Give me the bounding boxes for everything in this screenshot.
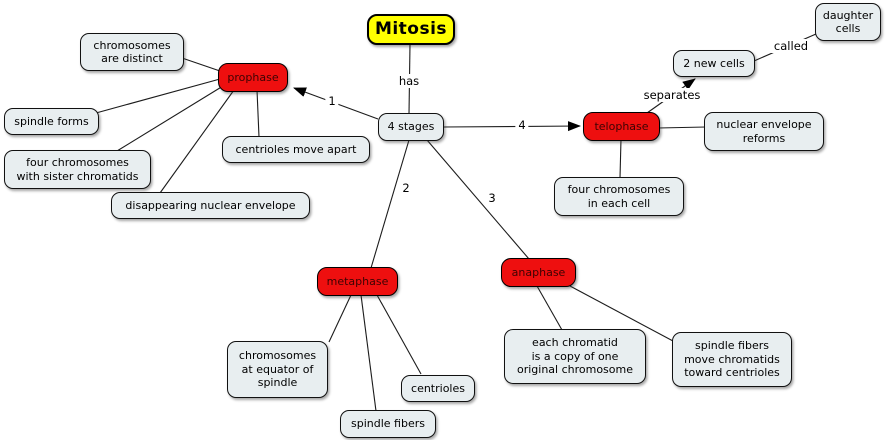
node-2-new-cells-label: 2 new cells <box>683 56 745 70</box>
node-2-new-cells[interactable]: 2 new cells <box>673 50 755 77</box>
node-disappearing-nuclear-envelope-label: disappearing nuclear envelope <box>125 198 296 212</box>
node-mitosis-label: Mitosis <box>374 18 448 39</box>
edge-prophase-spindle-forms <box>95 78 221 114</box>
node-each-chromatid-copy-label: each chromatid is a copy of one original… <box>516 336 634 377</box>
edge-label-4: 4 <box>515 118 529 132</box>
node-centrioles-move-apart[interactable]: centrioles move apart <box>222 136 370 163</box>
edge-label-3: 3 <box>485 191 499 205</box>
edge-metaphase-spindle-fibers <box>360 294 377 412</box>
node-disappearing-nuclear-envelope[interactable]: disappearing nuclear envelope <box>111 192 310 219</box>
edge-prophase-disappearing-envelope <box>159 89 235 194</box>
node-daughter-cells-label: daughter cells <box>822 8 874 36</box>
node-four-chromosomes-each-cell[interactable]: four chromosomes in each cell <box>554 177 684 216</box>
edge-prophase-chromosomes-distinct <box>181 57 221 72</box>
node-spindle-fibers-move-chromatids-label: spindle fibers move chromatids toward ce… <box>684 339 780 380</box>
node-prophase-label: prophase <box>227 70 279 84</box>
edge-label-separates: separates <box>640 88 704 102</box>
edge-telophase-nuclear-envelope <box>657 126 707 129</box>
edge-metaphase-equator <box>328 294 352 343</box>
node-anaphase[interactable]: anaphase <box>501 258 576 287</box>
node-centrioles[interactable]: centrioles <box>401 375 475 402</box>
edge-label-has: has <box>395 74 423 88</box>
edge-4stages-metaphase <box>370 139 410 269</box>
edge-metaphase-centrioles <box>376 294 422 375</box>
node-metaphase[interactable]: metaphase <box>317 267 398 296</box>
edge-prophase-four-chromosomes <box>116 85 224 152</box>
node-chromosomes-are-distinct-label: chromosomes are distinct <box>93 38 171 66</box>
edge-prophase-centrioles-apart <box>256 89 260 138</box>
node-nuclear-envelope-reforms-label: nuclear envelope reforms <box>716 118 812 145</box>
node-spindle-fibers[interactable]: spindle fibers <box>340 410 436 438</box>
edge-label-2: 2 <box>399 181 413 195</box>
node-four-chromosomes-each-cell-label: four chromosomes in each cell <box>567 183 671 210</box>
node-metaphase-label: metaphase <box>326 274 389 288</box>
edge-label-1: 1 <box>325 94 339 108</box>
node-mitosis[interactable]: Mitosis <box>367 14 455 45</box>
node-spindle-fibers-move-chromatids[interactable]: spindle fibers move chromatids toward ce… <box>672 332 792 387</box>
node-chromosomes-at-equator[interactable]: chromosomes at equator of spindle <box>227 341 328 398</box>
node-chromosomes-are-distinct[interactable]: chromosomes are distinct <box>80 33 184 71</box>
node-daughter-cells[interactable]: daughter cells <box>815 3 881 41</box>
node-four-chromosomes-sister-chromatids-label: four chromosomes with sister chromatids <box>16 156 139 183</box>
edge-anaphase-each-chromatid <box>536 285 563 331</box>
edge-anaphase-spindle-move <box>569 285 674 342</box>
node-nuclear-envelope-reforms[interactable]: nuclear envelope reforms <box>704 112 824 151</box>
node-chromosomes-at-equator-label: chromosomes at equator of spindle <box>238 349 317 390</box>
node-anaphase-label: anaphase <box>511 265 566 279</box>
node-4-stages[interactable]: 4 stages <box>378 113 444 141</box>
node-centrioles-move-apart-label: centrioles move apart <box>235 142 357 156</box>
edge-4stages-anaphase <box>426 139 530 260</box>
node-telophase-label: telophase <box>594 119 649 133</box>
edge-4stages-telophase <box>442 121 581 132</box>
edge-label-called: called <box>770 39 812 53</box>
node-four-chromosomes-sister-chromatids[interactable]: four chromosomes with sister chromatids <box>4 150 151 189</box>
node-prophase[interactable]: prophase <box>218 63 288 92</box>
node-each-chromatid-copy[interactable]: each chromatid is a copy of one original… <box>504 329 646 384</box>
node-telophase[interactable]: telophase <box>583 112 660 141</box>
edge-telophase-four-chromosomes <box>619 138 622 179</box>
node-centrioles-label: centrioles <box>411 381 465 395</box>
node-spindle-forms-label: spindle forms <box>14 114 89 128</box>
node-spindle-forms[interactable]: spindle forms <box>4 108 99 135</box>
node-spindle-fibers-label: spindle fibers <box>351 417 425 431</box>
node-4-stages-label: 4 stages <box>387 120 435 134</box>
